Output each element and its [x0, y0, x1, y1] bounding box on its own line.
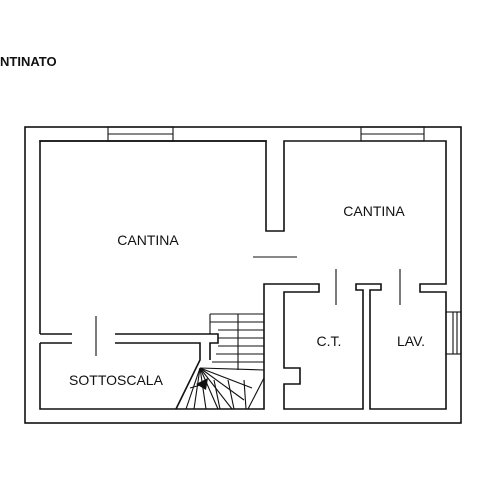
room-label-lav: LAV. — [397, 333, 425, 349]
room-label-cantina-left: CANTINA — [117, 232, 179, 248]
door-marks — [95, 256, 401, 356]
window-right-side — [445, 311, 462, 355]
room-label-ct: C.T. — [317, 333, 342, 349]
plan-title: NTINATO — [0, 54, 57, 69]
room-label-cantina-right: CANTINA — [343, 203, 405, 219]
room-label-sottoscala: SOTTOSCALA — [69, 372, 164, 388]
window-top-left — [107, 126, 174, 142]
staircase — [185, 313, 265, 410]
inner-walls — [39, 140, 447, 410]
window-top-right — [360, 126, 425, 142]
